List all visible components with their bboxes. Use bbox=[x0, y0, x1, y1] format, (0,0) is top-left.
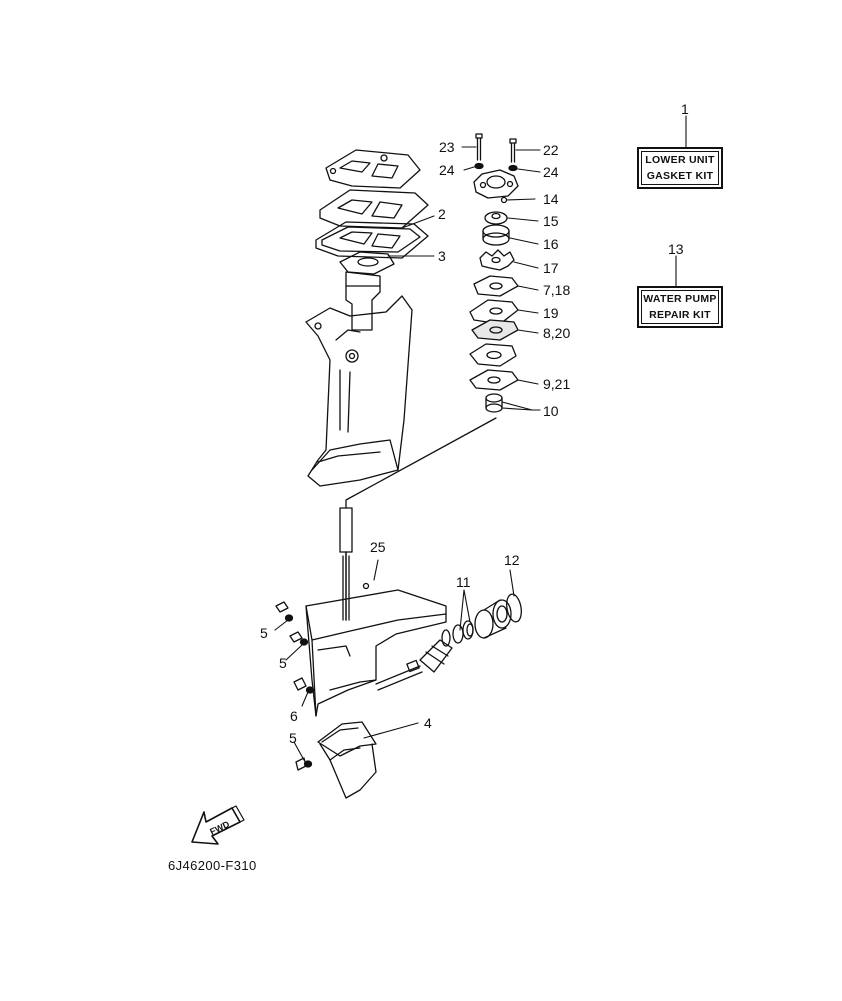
pump-housing bbox=[473, 169, 519, 199]
gasket-3 bbox=[339, 251, 395, 275]
impeller-17 bbox=[479, 249, 515, 271]
upper-gasket-plate bbox=[325, 149, 421, 189]
callout-3: 3 bbox=[438, 248, 446, 264]
callout-19: 19 bbox=[543, 305, 559, 321]
cartridge-15 bbox=[484, 211, 508, 225]
o-ring-12 bbox=[506, 593, 522, 623]
drive-shaft-guide bbox=[345, 417, 497, 509]
callout-2: 2 bbox=[438, 206, 446, 222]
callout-15: 15 bbox=[543, 213, 559, 229]
upper-casing bbox=[305, 271, 413, 487]
seal-10 bbox=[485, 393, 503, 413]
callout-11: 11 bbox=[456, 574, 471, 590]
callout-6: 6 bbox=[290, 708, 298, 724]
washers-24 bbox=[474, 162, 518, 172]
callout-numbers: 1 13 23 22 24 24 14 15 16 17 7,18 19 8,2… bbox=[260, 101, 689, 746]
mid-gasket-plate bbox=[319, 189, 429, 229]
water-pump-repair-kit-box: WATER PUMP REPAIR KIT bbox=[637, 286, 723, 328]
callout-10: 10 bbox=[543, 403, 559, 419]
callout-24-right: 24 bbox=[543, 164, 559, 180]
callout-5-bottom: 5 bbox=[289, 730, 297, 746]
kit-box-line2: REPAIR KIT bbox=[649, 309, 711, 321]
gasket-8-20 bbox=[471, 319, 519, 341]
callout-24-left: 24 bbox=[439, 162, 455, 178]
callout-8-20: 8,20 bbox=[543, 325, 570, 341]
callout-12: 12 bbox=[504, 552, 520, 568]
callout-1: 1 bbox=[681, 101, 689, 117]
kit-box-line1: WATER PUMP bbox=[643, 293, 717, 305]
diagram-code: 6J46200-F310 bbox=[168, 858, 257, 873]
callout-16: 16 bbox=[543, 236, 559, 252]
gasket-7-18 bbox=[473, 275, 519, 297]
pin-14 bbox=[500, 196, 508, 204]
propeller-shaft bbox=[375, 639, 453, 691]
callout-5-top: 5 bbox=[260, 625, 268, 641]
callout-23: 23 bbox=[439, 139, 455, 155]
bolt-22 bbox=[509, 138, 517, 163]
callout-17: 17 bbox=[543, 260, 559, 276]
callout-13: 13 bbox=[668, 241, 684, 257]
fwd-arrow-icon: FWD bbox=[191, 805, 245, 845]
callout-25: 25 bbox=[370, 539, 386, 555]
gasket-2 bbox=[315, 221, 429, 259]
callout-4: 4 bbox=[424, 715, 432, 731]
callout-14: 14 bbox=[543, 191, 559, 207]
lower-casing bbox=[305, 582, 447, 717]
callout-22: 22 bbox=[543, 142, 559, 158]
callout-5-mid: 5 bbox=[279, 655, 287, 671]
gasket-9-21 bbox=[469, 369, 519, 391]
lower-unit-gasket-kit-box: LOWER UNIT GASKET KIT bbox=[637, 147, 723, 189]
bearings-11 bbox=[441, 620, 474, 647]
bolt-23 bbox=[475, 133, 483, 161]
cavitation-plate-4 bbox=[317, 721, 377, 799]
liner-16 bbox=[482, 224, 510, 246]
kit-box-line2: GASKET KIT bbox=[646, 170, 714, 182]
drive-shaft-tube bbox=[339, 507, 353, 621]
callout-9-21: 9,21 bbox=[543, 376, 570, 392]
bearing-housing bbox=[474, 599, 512, 639]
callout-7-18: 7,18 bbox=[543, 282, 570, 298]
leader-lines bbox=[274, 115, 687, 761]
kit-box-line1: LOWER UNIT bbox=[645, 154, 715, 166]
lower-bolts bbox=[275, 601, 315, 771]
pump-base bbox=[469, 343, 517, 367]
